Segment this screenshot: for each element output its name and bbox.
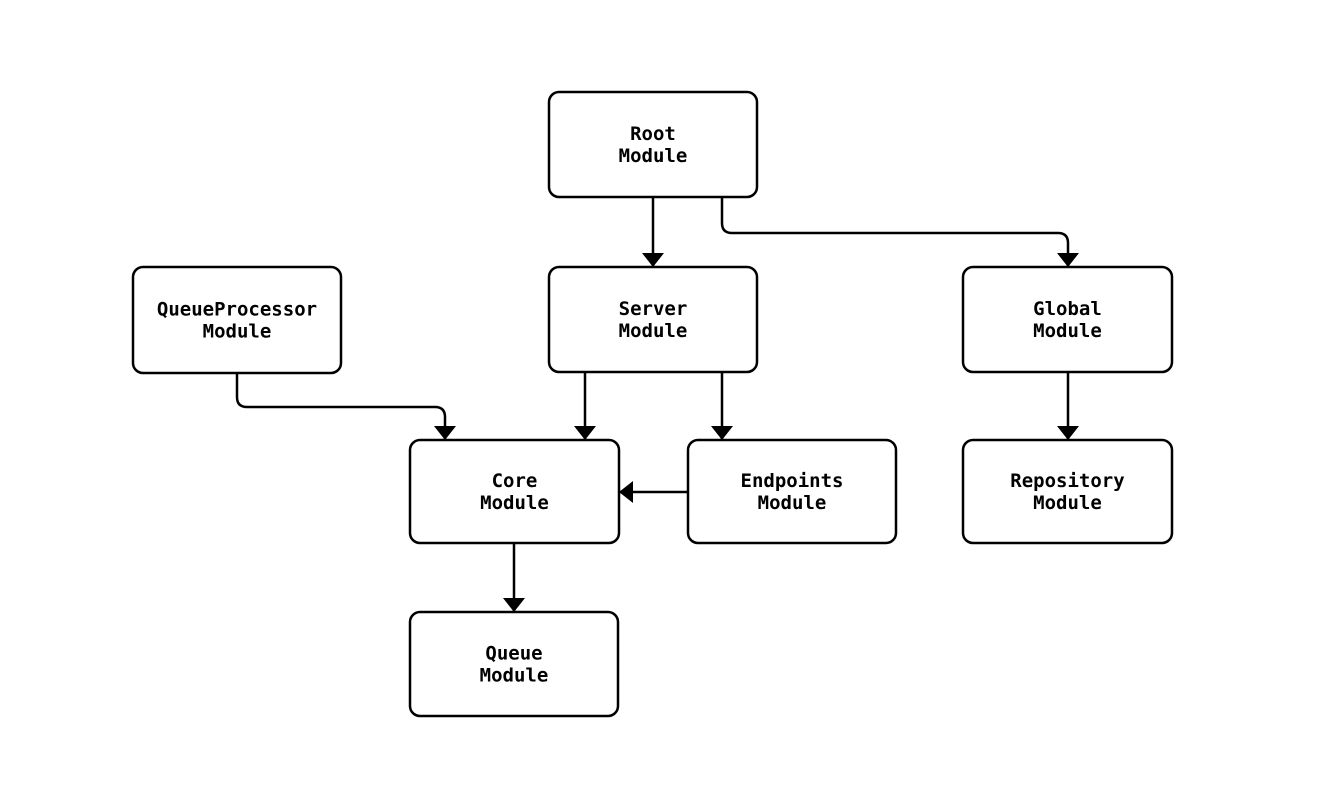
edge-root-to-global <box>720 197 1079 267</box>
node-endpoints-box <box>686 438 898 545</box>
node-root-box <box>547 90 759 199</box>
node-repository-box <box>961 438 1174 545</box>
node-queue-box <box>408 610 620 718</box>
edge-queueprocessor-to-core <box>235 373 456 440</box>
node-server-box <box>547 265 759 374</box>
node-core-box <box>408 438 621 545</box>
node-global-box <box>961 265 1174 374</box>
node-queueprocessor-box <box>131 265 343 375</box>
